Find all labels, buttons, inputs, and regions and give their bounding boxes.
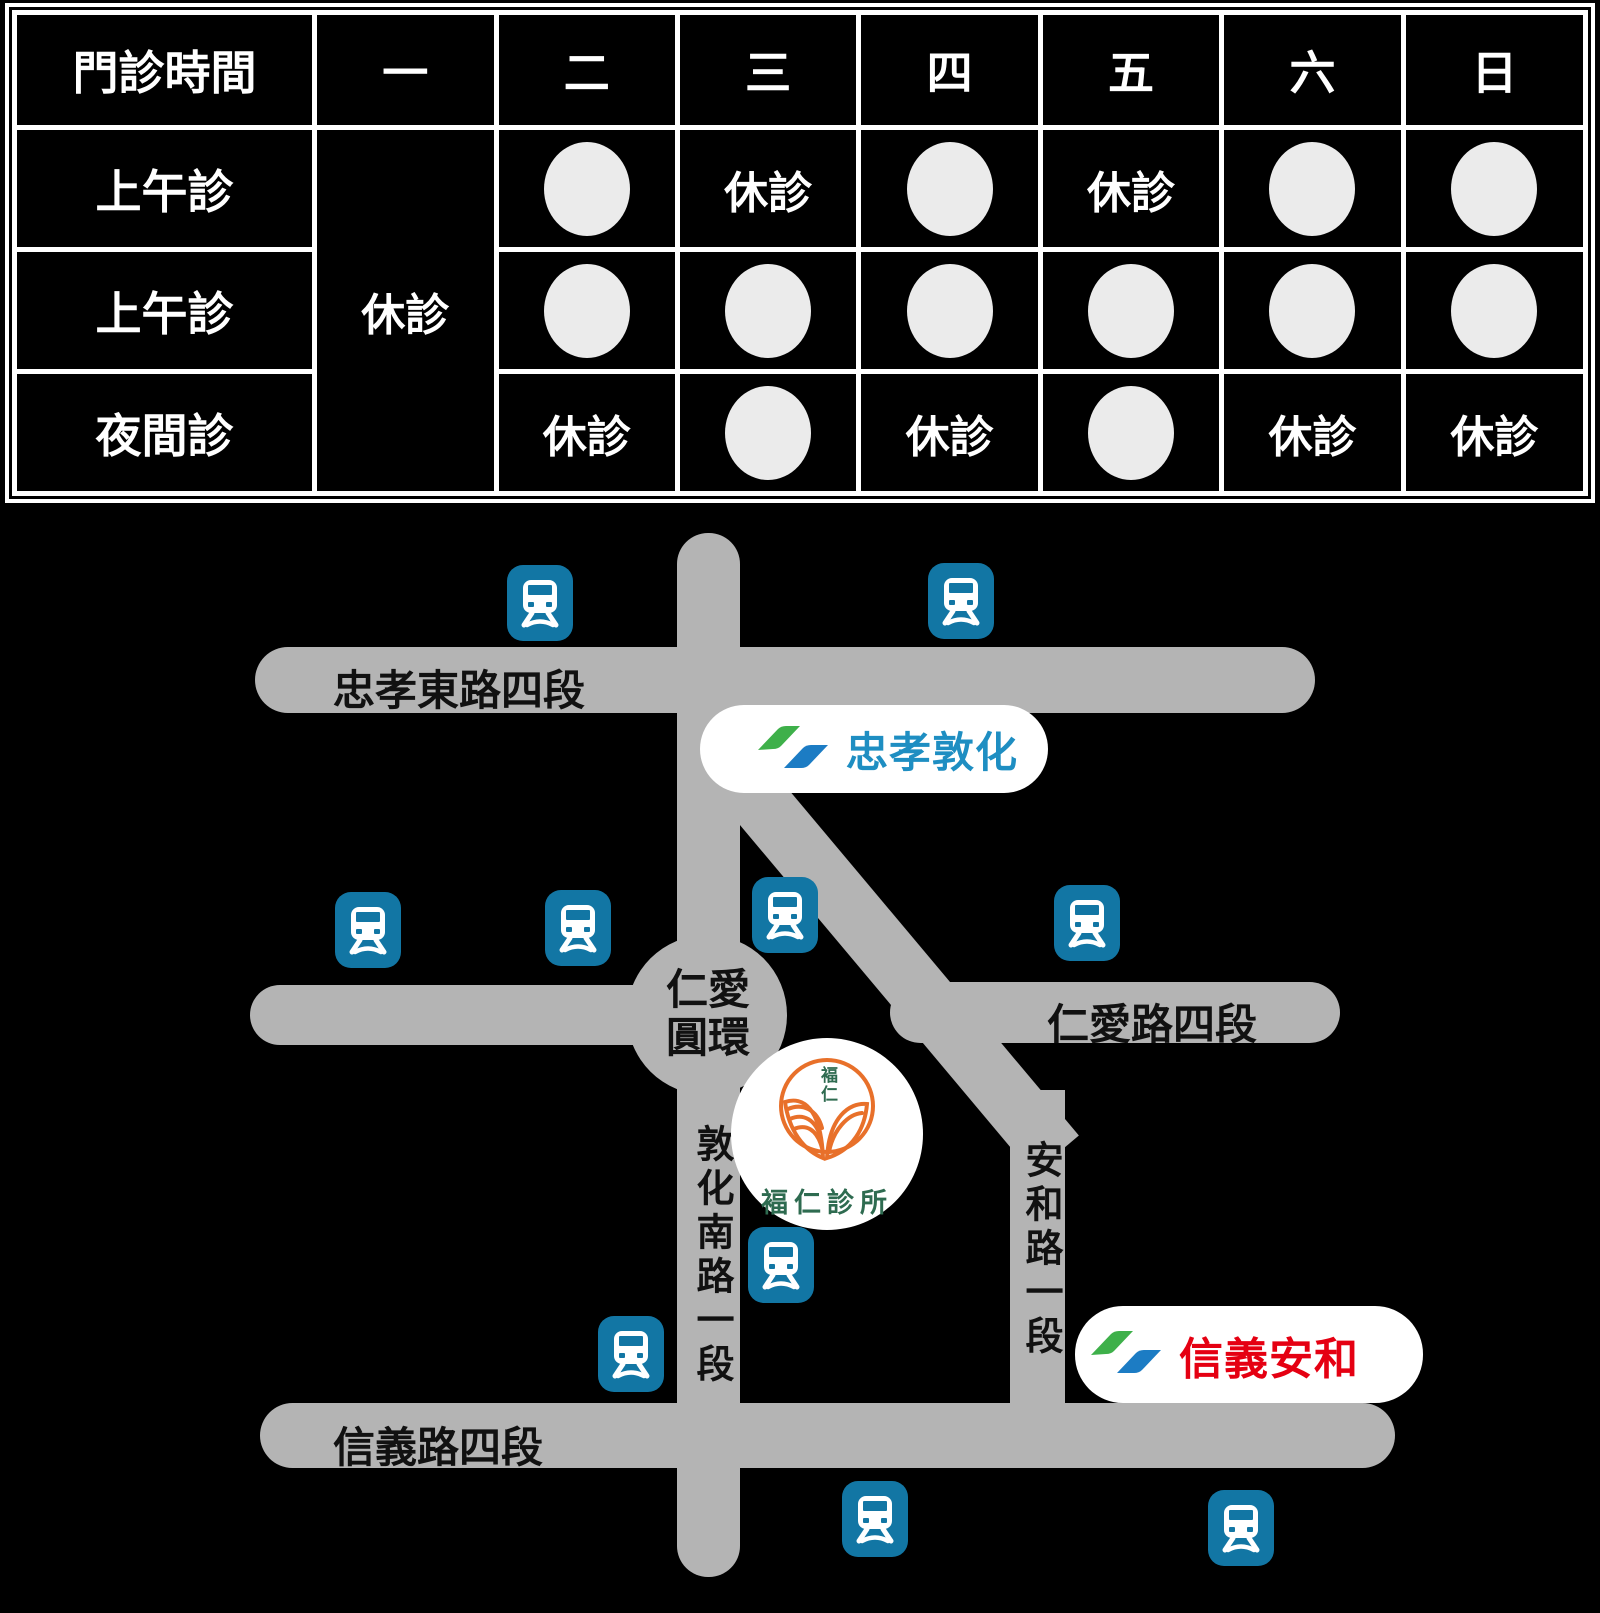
- train-icon: [598, 1316, 664, 1392]
- header-saturday: 六: [1219, 10, 1406, 130]
- schedule-cell: [1400, 247, 1589, 374]
- header-wednesday: 三: [674, 10, 862, 130]
- station-zhongxiao-dunhua: 忠孝敦化: [700, 705, 1048, 793]
- train-icon: [842, 1481, 908, 1557]
- header-friday: 五: [1037, 10, 1225, 130]
- schedule-table: 門診時間 一 二 三 四 五 六 日 上午診 休診 休診 休診 上午診: [11, 10, 1589, 496]
- schedule-cell: [1400, 125, 1589, 252]
- monday-closed-cell: 休診: [312, 125, 499, 496]
- row-label-evening: 夜間診: [11, 369, 318, 496]
- schedule-cell: [493, 125, 680, 252]
- schedule-cell: 休診: [493, 369, 680, 496]
- header-sunday: 日: [1400, 10, 1589, 130]
- schedule-cell: 休診: [856, 369, 1043, 496]
- schedule-cell: [1037, 369, 1225, 496]
- label-dunhua-south-road: 敦化南路一段: [690, 1124, 732, 1388]
- schedule-cell: [1219, 247, 1406, 374]
- open-circle: [1451, 263, 1538, 358]
- clinic-seal-text: 褔仁: [818, 1066, 837, 1104]
- train-icon: [928, 563, 994, 639]
- road-xinyi: [260, 1403, 1395, 1468]
- label-xinyi-road: 信義路四段: [333, 1424, 544, 1471]
- label-anhe-road: 安和路一段: [1019, 1140, 1061, 1360]
- schedule-table-frame: 門診時間 一 二 三 四 五 六 日 上午診 休診 休診 休診 上午診: [5, 3, 1595, 503]
- road-renai-east: [890, 982, 1340, 1043]
- open-circle: [543, 263, 630, 358]
- clinic-name: 褔仁診所: [761, 1188, 893, 1218]
- train-icon: [507, 565, 573, 641]
- road-anhe: [1010, 1090, 1065, 1440]
- schedule-cell: [1219, 125, 1406, 252]
- schedule-cell: [1037, 247, 1225, 374]
- clinic-badge: 褔仁 褔仁診所: [731, 1038, 923, 1230]
- table-row-afternoon: 上午診: [11, 247, 1589, 374]
- open-circle: [543, 141, 630, 236]
- open-circle: [1451, 141, 1538, 236]
- mrt-logo-icon: [1087, 1323, 1165, 1386]
- schedule-cell: [674, 247, 862, 374]
- open-circle: [906, 263, 993, 358]
- train-icon: [1054, 885, 1120, 961]
- schedule-cell: 休診: [1400, 369, 1589, 496]
- open-circle: [1269, 141, 1356, 236]
- open-circle: [1088, 263, 1175, 358]
- table-row-evening: 夜間診 休診 休診 休診 休診: [11, 369, 1589, 496]
- header-clinic-hours: 門診時間: [11, 10, 318, 130]
- label-zhongxiao-east-road: 忠孝東路四段: [333, 667, 586, 714]
- table-header-row: 門診時間 一 二 三 四 五 六 日: [11, 10, 1589, 130]
- label-renai-road: 仁愛路四段: [1047, 1001, 1258, 1048]
- schedule-cell: [674, 369, 862, 496]
- row-label-morning: 上午診: [11, 125, 318, 252]
- open-circle: [906, 141, 993, 236]
- station-name-xinyi-anhe: 信義安和: [1179, 1334, 1359, 1384]
- road-zhongxiao-east: [255, 647, 1315, 713]
- open-circle: [1269, 263, 1356, 358]
- open-circle: [725, 263, 812, 358]
- clinic-leaf-logo-icon: [765, 1052, 889, 1175]
- label-renai-roundabout: 仁愛 圓環: [640, 966, 776, 1062]
- roundabout-label-line1: 仁愛: [665, 966, 750, 1013]
- open-circle: [1088, 385, 1175, 480]
- header-tuesday: 二: [493, 10, 680, 130]
- table-row-morning: 上午診 休診 休診 休診: [11, 125, 1589, 496]
- schedule-cell: [856, 125, 1043, 252]
- header-thursday: 四: [856, 10, 1043, 130]
- open-circle: [725, 385, 812, 480]
- schedule-cell: 休診: [674, 125, 862, 252]
- station-xinyi-anhe: 信義安和: [1075, 1306, 1423, 1403]
- train-icon: [545, 890, 611, 966]
- station-name-zhongxiao-dunhua: 忠孝敦化: [846, 728, 1019, 776]
- train-icon: [335, 892, 401, 968]
- header-monday: 一: [312, 10, 499, 130]
- train-icon: [748, 1227, 814, 1303]
- mrt-logo-icon: [754, 718, 832, 781]
- schedule-cell: [493, 247, 680, 374]
- train-icon: [752, 877, 818, 953]
- schedule-cell: 休診: [1037, 125, 1225, 252]
- schedule-cell: 休診: [1219, 369, 1406, 496]
- roundabout-label-line2: 圓環: [665, 1013, 750, 1061]
- train-icon: [1208, 1490, 1274, 1566]
- schedule-cell: [856, 247, 1043, 374]
- row-label-afternoon: 上午診: [11, 247, 318, 374]
